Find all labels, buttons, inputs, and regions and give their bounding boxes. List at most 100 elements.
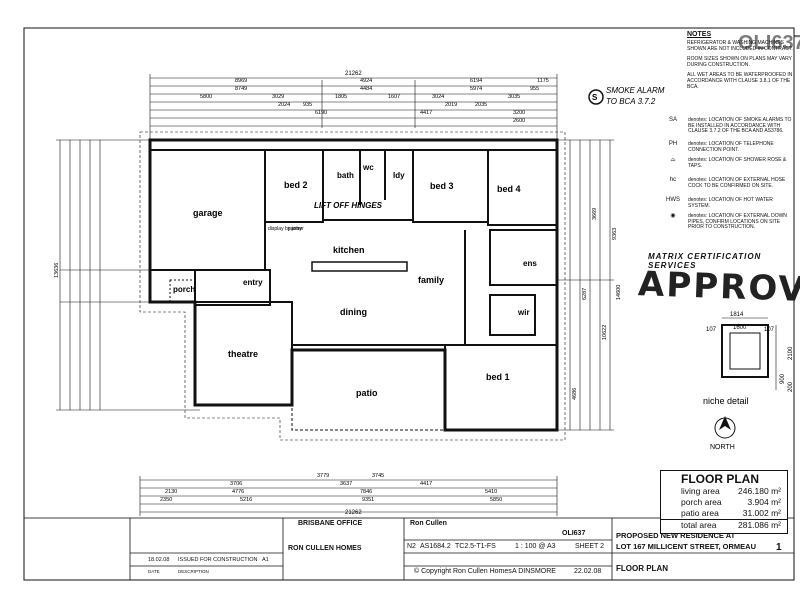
floor-plan-title: FLOOR PLAN	[681, 472, 759, 486]
dim-bot-2b: 4776	[232, 489, 244, 495]
dim-right-2: 3669	[592, 208, 598, 220]
shower-rose-icon: ⌓	[670, 157, 676, 163]
dim-top-1b: 4924	[360, 78, 372, 84]
label-display: display by joiner	[268, 226, 304, 232]
copyright: © Copyright Ron Cullen Homes	[414, 568, 512, 575]
dim-bot-1b: 3779	[317, 473, 329, 479]
dim-top-2a: 8749	[235, 86, 247, 92]
north-label: NORTH	[710, 444, 735, 451]
dim-bot-3b: 5216	[240, 497, 252, 503]
revision-number: A1	[262, 557, 269, 563]
dim-bot-1d: 3745	[372, 473, 384, 479]
revision-header-date: DATE	[148, 569, 160, 574]
dim-top-4a: 2024	[278, 102, 290, 108]
smoke-alarm-symbol: S	[592, 93, 598, 102]
room-bed1: bed 1	[486, 372, 510, 382]
niche-side-l: 107	[706, 327, 717, 333]
room-bed2: bed 2	[284, 180, 308, 190]
dim-top-1c: 6194	[470, 78, 482, 84]
code: N2	[407, 543, 416, 550]
dim-top-3e: 3024	[432, 94, 444, 100]
dim-top-5a: 6190	[315, 110, 327, 116]
niche-h3: 200	[788, 381, 794, 392]
niche-h1: 2100	[788, 346, 794, 360]
revision-description: ISSUED FOR CONSTRUCTION	[178, 557, 258, 563]
building-walls	[139, 131, 566, 441]
dim-top-4d: 2035	[475, 102, 487, 108]
notes-title: NOTES	[687, 31, 712, 38]
room-ldy: ldy	[393, 171, 405, 180]
dim-bot-2d: 5410	[485, 489, 497, 495]
dim-top-3c: 1805	[335, 94, 347, 100]
smoke-alarm-line1: SMOKE ALARM	[606, 86, 665, 95]
niche-w-outer: 1814	[730, 312, 744, 318]
room-theatre: theatre	[228, 349, 258, 359]
room-entry: entry	[243, 278, 263, 287]
brand-logo: RON CULLEN HOMES	[288, 545, 362, 552]
room-ens: ens	[523, 259, 537, 268]
dim-top-5c: 3200	[513, 110, 525, 116]
niche-side-r: 107	[764, 327, 775, 333]
dim-bot-3c: 9351	[362, 497, 374, 503]
dim-bottom-overall: 21262	[345, 510, 362, 516]
room-garage: garage	[193, 208, 223, 218]
smoke-alarm-line2: TO BCA 3.7.2	[606, 97, 656, 106]
dim-bot-3a: 2350	[160, 497, 172, 503]
dim-bot-2c: 7846	[360, 489, 372, 495]
legend-item-telephone: PH denotes: LOCATION OF TELEPHONE CONNEC…	[662, 141, 798, 154]
dim-top-4b: 935	[303, 102, 312, 108]
dim-right-4: 10622	[602, 325, 608, 340]
project-line3: FLOOR PLAN	[616, 564, 668, 573]
niche-w-inner: 1600	[733, 325, 747, 331]
drawing-date: 22.02.08	[574, 568, 602, 575]
niche-detail-label: niche detail	[703, 396, 749, 406]
dim-bot-2a: 2130	[165, 489, 177, 495]
dim-top-3f: 3035	[508, 94, 520, 100]
room-kitchen: kitchen	[333, 245, 365, 255]
dim-top-3b: 3029	[272, 94, 284, 100]
hose-cock-icon: hc	[669, 177, 677, 183]
note-item: REFRIGERATOR & WASHING MACHINES SHOWN AR…	[687, 40, 793, 52]
down-pipe-icon: ◉	[670, 213, 676, 219]
office-name: BRISBANE OFFICE	[298, 520, 363, 527]
title-block-frame	[23, 517, 795, 581]
niche-detail-drawing	[721, 317, 777, 390]
approved-stamp: APPROVED	[637, 264, 800, 312]
room-wir: wir	[517, 308, 530, 317]
room-bath: bath	[337, 171, 354, 180]
standard: AS1684.2	[420, 543, 451, 550]
dim-top-5b: 4417	[420, 110, 432, 116]
dim-top-2c: 5974	[470, 86, 482, 92]
dim-bot-1a: 3706	[230, 481, 242, 487]
sheet-number: 1	[776, 542, 782, 553]
legend-item-down-pipes: ◉ denotes: LOCATION OF EXTERNAL DOWN PIP…	[662, 213, 798, 232]
bottom-dimension-lines	[139, 476, 558, 516]
label-lift-off-hinges: LIFT OFF HINGES	[314, 201, 383, 210]
legend-item-hose-cock: hc denotes: LOCATION OF EXTERNAL HOSE CO…	[662, 177, 798, 192]
top-dimension-lines	[149, 74, 558, 140]
phone-icon: PH	[668, 141, 678, 147]
room-patio: patio	[356, 388, 378, 398]
room-bed3: bed 3	[430, 181, 454, 191]
job-number: OLI637	[562, 530, 586, 537]
certifier-name: MATRIX CERTIFICATION SERVICES	[648, 252, 762, 270]
drawn-for: Ron Cullen	[410, 520, 447, 527]
class: TC2.5-T1-FS	[455, 543, 496, 550]
label-pantry: pantry	[288, 226, 302, 232]
hot-water-system-icon: HWS	[666, 197, 680, 203]
dim-top-3d: 1607	[388, 94, 400, 100]
note-item: ROOM SIZES SHOWN ON PLANS MAY VARY DURIN…	[687, 56, 792, 68]
dim-right-5: 9363	[612, 228, 618, 240]
dim-bot-3d: 5850	[490, 497, 502, 503]
room-bed4: bed 4	[497, 184, 521, 194]
project-line2: LOT 167 MILLICENT STREET, ORMEAU	[616, 542, 757, 551]
notes-block: NOTES REFRIGERATOR & WASHING MACHINES SH…	[687, 31, 797, 94]
north-arrow-icon	[714, 416, 736, 439]
dim-top-2b: 4484	[360, 86, 372, 92]
